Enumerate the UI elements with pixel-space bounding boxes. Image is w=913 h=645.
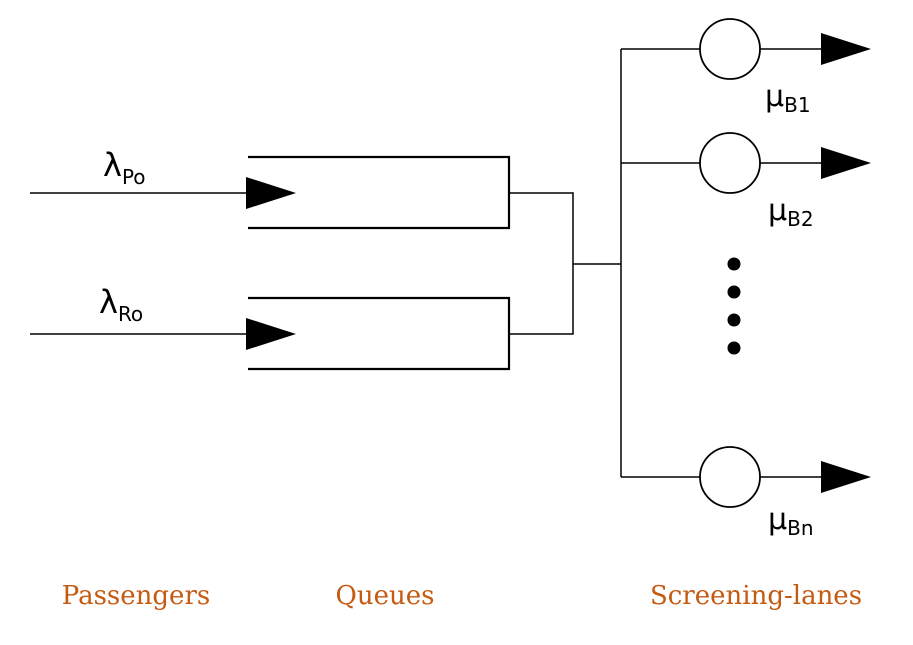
service-rate-b2-label: μB2 bbox=[768, 193, 814, 231]
arrival-arrow-po bbox=[246, 177, 296, 209]
lane-n-output-arrow bbox=[821, 461, 871, 493]
queue-1-output-line bbox=[509, 192, 574, 335]
service-rate-bn-label: μBn bbox=[768, 502, 814, 540]
service-rate-b2-subscript: B2 bbox=[787, 207, 813, 231]
screening-lane-2 bbox=[621, 132, 871, 194]
ellipsis-dot bbox=[727, 341, 741, 355]
caption-screening-lanes: Screening-lanes bbox=[650, 581, 862, 611]
service-rate-bn-symbol: μ bbox=[768, 502, 787, 537]
arrival-arrow-ro bbox=[246, 318, 296, 350]
queue-1-group bbox=[30, 155, 511, 230]
more-lanes-ellipsis bbox=[727, 257, 741, 355]
service-rate-b1-label: μB1 bbox=[765, 79, 811, 117]
arrival-rate-ro-subscript: Ro bbox=[118, 302, 143, 326]
ellipsis-dot bbox=[727, 257, 741, 271]
screening-lane-n bbox=[621, 446, 871, 508]
caption-queues: Queues bbox=[336, 581, 435, 611]
service-rate-b2-symbol: μ bbox=[768, 193, 787, 228]
service-rate-b1-subscript: B1 bbox=[784, 93, 810, 117]
arrival-rate-po-symbol: λ bbox=[103, 146, 122, 184]
screening-lane-1 bbox=[621, 18, 871, 80]
server-2-circle bbox=[699, 132, 761, 194]
arrival-rate-po-label: λPo bbox=[103, 146, 146, 189]
lane-1-output-arrow bbox=[821, 33, 871, 65]
service-rate-bn-subscript: Bn bbox=[787, 516, 813, 540]
caption-passengers: Passengers bbox=[62, 581, 210, 611]
arrival-rate-po-subscript: Po bbox=[122, 165, 146, 189]
arrival-rate-ro-label: λRo bbox=[99, 283, 143, 326]
service-rate-b1-symbol: μ bbox=[765, 79, 784, 114]
ellipsis-dot bbox=[727, 285, 741, 299]
arrival-rate-ro-symbol: λ bbox=[99, 283, 118, 321]
server-n-circle bbox=[699, 446, 761, 508]
ellipsis-dot bbox=[727, 313, 741, 327]
merge-connector bbox=[509, 49, 622, 477]
lane-2-output-arrow bbox=[821, 147, 871, 179]
server-1-circle bbox=[699, 18, 761, 80]
